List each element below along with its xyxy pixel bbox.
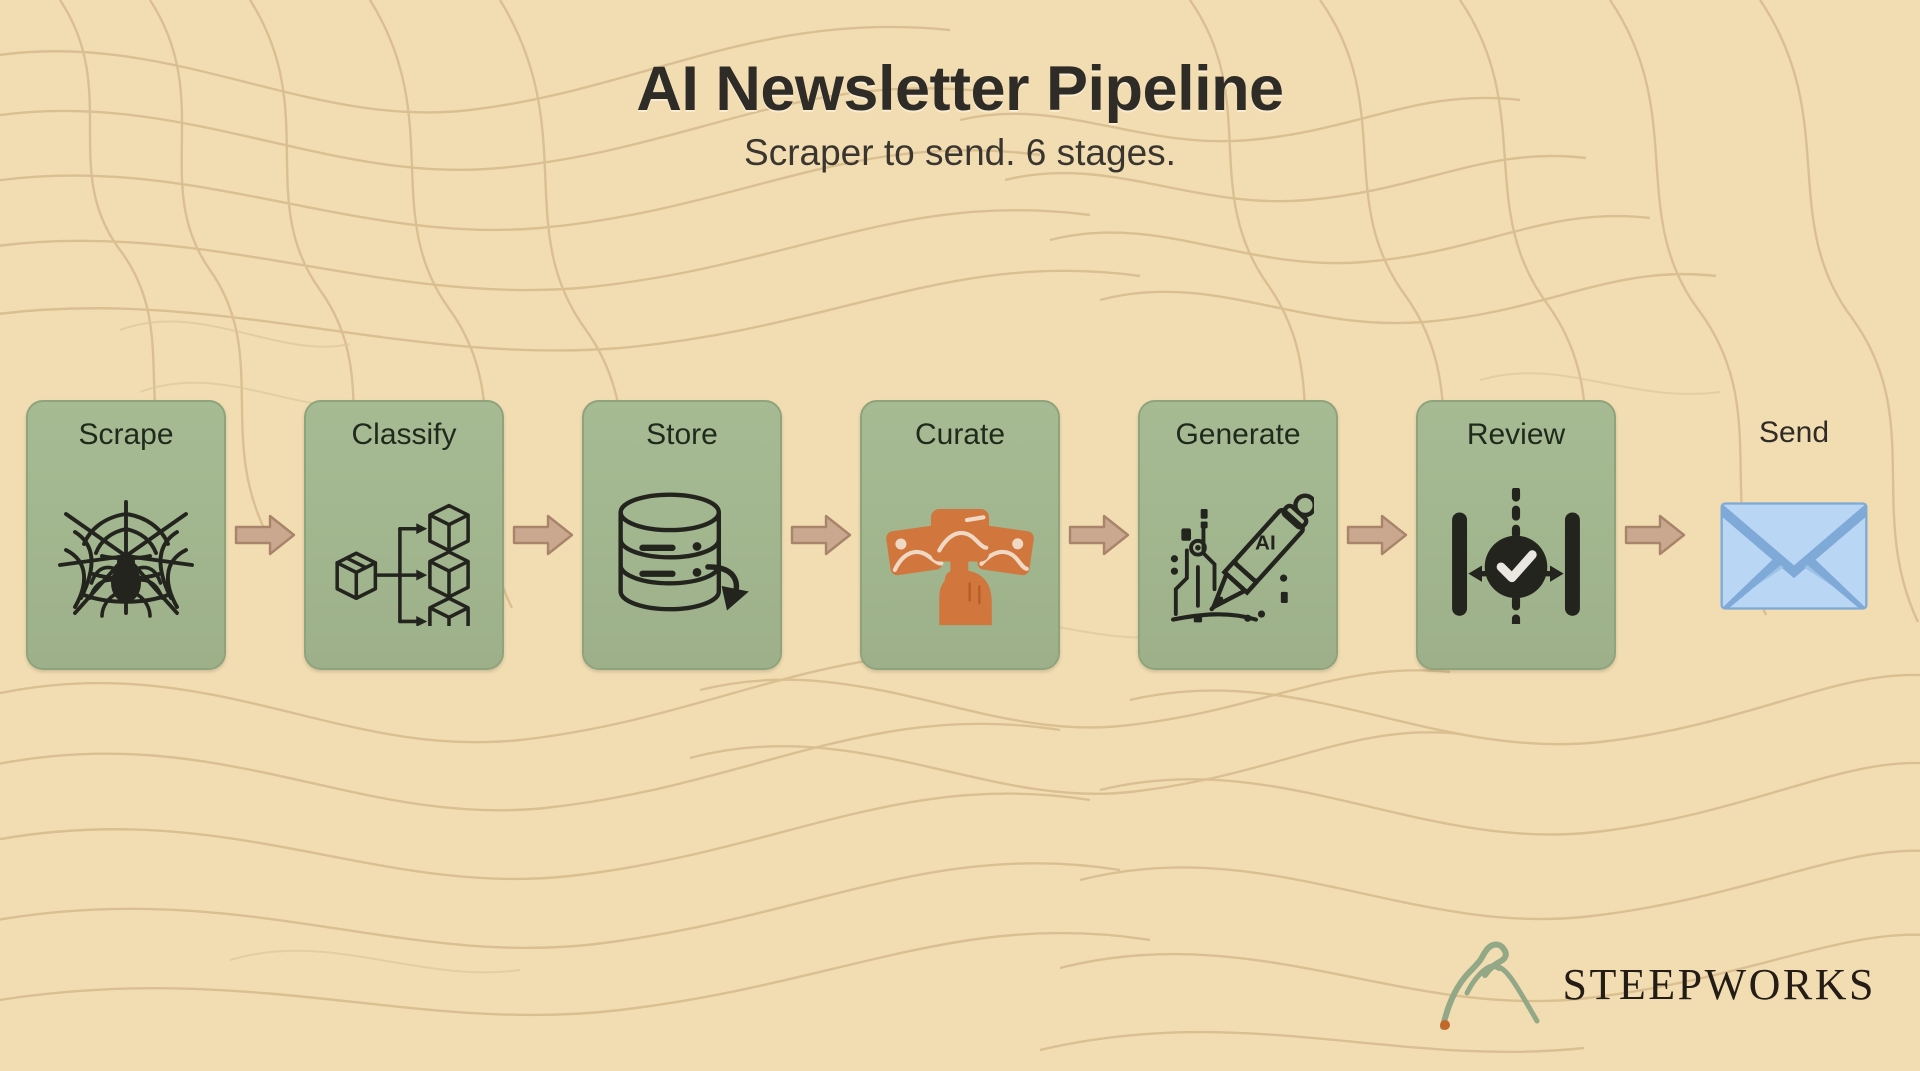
pipeline-stage-curate[interactable]: Curate bbox=[860, 400, 1060, 670]
page-subtitle: Scraper to send. 6 stages. bbox=[744, 131, 1176, 173]
check-gate-icon bbox=[1452, 488, 1580, 624]
right-arrow-icon bbox=[512, 514, 574, 556]
stage-label-classify: Classify bbox=[351, 418, 457, 451]
right-arrow-icon bbox=[1624, 514, 1686, 556]
boxes-branching-icon bbox=[335, 503, 470, 626]
stage-card: Store bbox=[582, 400, 782, 670]
stage-icon-wrap bbox=[306, 450, 502, 668]
pipeline-stage-classify[interactable]: Classify bbox=[304, 400, 504, 670]
stage-card: Send bbox=[1694, 400, 1894, 670]
page-title: AI Newsletter Pipeline bbox=[636, 54, 1284, 124]
brand-name: STEEPWORKS bbox=[1562, 960, 1876, 1009]
hand-select-cards-icon bbox=[886, 509, 1034, 626]
pipeline-flow: Scrape bbox=[0, 400, 1920, 680]
pipeline-stage-send[interactable]: Send bbox=[1694, 400, 1894, 670]
pipeline-stage-scrape[interactable]: Scrape bbox=[26, 400, 226, 670]
connector-arrow-1 bbox=[226, 400, 304, 670]
mountain-peak-icon bbox=[1439, 941, 1540, 1030]
connector-arrow-2 bbox=[504, 400, 582, 670]
stage-label-scrape: Scrape bbox=[78, 418, 174, 451]
svg-text:AI: AI bbox=[1255, 531, 1276, 554]
connector-arrow-3 bbox=[782, 400, 860, 670]
right-arrow-icon bbox=[790, 514, 852, 556]
stage-label-review: Review bbox=[1466, 418, 1566, 451]
right-arrow-icon bbox=[1346, 514, 1408, 556]
right-arrow-icon bbox=[1068, 514, 1130, 556]
stage-card: Review bbox=[1416, 400, 1616, 670]
stage-icon-wrap bbox=[584, 450, 780, 668]
stage-icon-wrap bbox=[1694, 448, 1894, 670]
connector-arrow-6 bbox=[1616, 400, 1694, 670]
right-arrow-icon bbox=[234, 514, 296, 556]
ai-pen-circuit-icon: AI bbox=[1170, 493, 1314, 623]
stage-icon-wrap bbox=[28, 450, 224, 668]
stage-label-store: Store bbox=[646, 418, 718, 451]
stage-icon-wrap bbox=[1418, 450, 1614, 668]
stage-card: Generate bbox=[1138, 400, 1338, 670]
pipeline-stage-review[interactable]: Review bbox=[1416, 400, 1616, 670]
envelope-icon bbox=[1720, 502, 1868, 610]
database-cylinder-icon bbox=[618, 492, 749, 612]
stage-icon-wrap: AI bbox=[1140, 450, 1336, 668]
header: AI Newsletter Pipeline Scraper to send. … bbox=[0, 54, 1920, 175]
stage-card: Classify bbox=[304, 400, 504, 670]
connector-arrow-5 bbox=[1338, 400, 1416, 670]
pipeline-stage-generate[interactable]: Generate bbox=[1138, 400, 1338, 670]
spider-web-icon bbox=[58, 500, 194, 618]
stage-label-send: Send bbox=[1758, 416, 1830, 449]
stage-label-curate: Curate bbox=[914, 418, 1006, 451]
stage-label-generate: Generate bbox=[1175, 418, 1301, 451]
pipeline-stage-store[interactable]: Store bbox=[582, 400, 782, 670]
stage-icon-wrap bbox=[862, 450, 1058, 668]
stage-card: Scrape bbox=[26, 400, 226, 670]
stage-card: Curate bbox=[860, 400, 1060, 670]
connector-arrow-4 bbox=[1060, 400, 1138, 670]
brand-logo: STEEPWORKS bbox=[1437, 937, 1876, 1033]
